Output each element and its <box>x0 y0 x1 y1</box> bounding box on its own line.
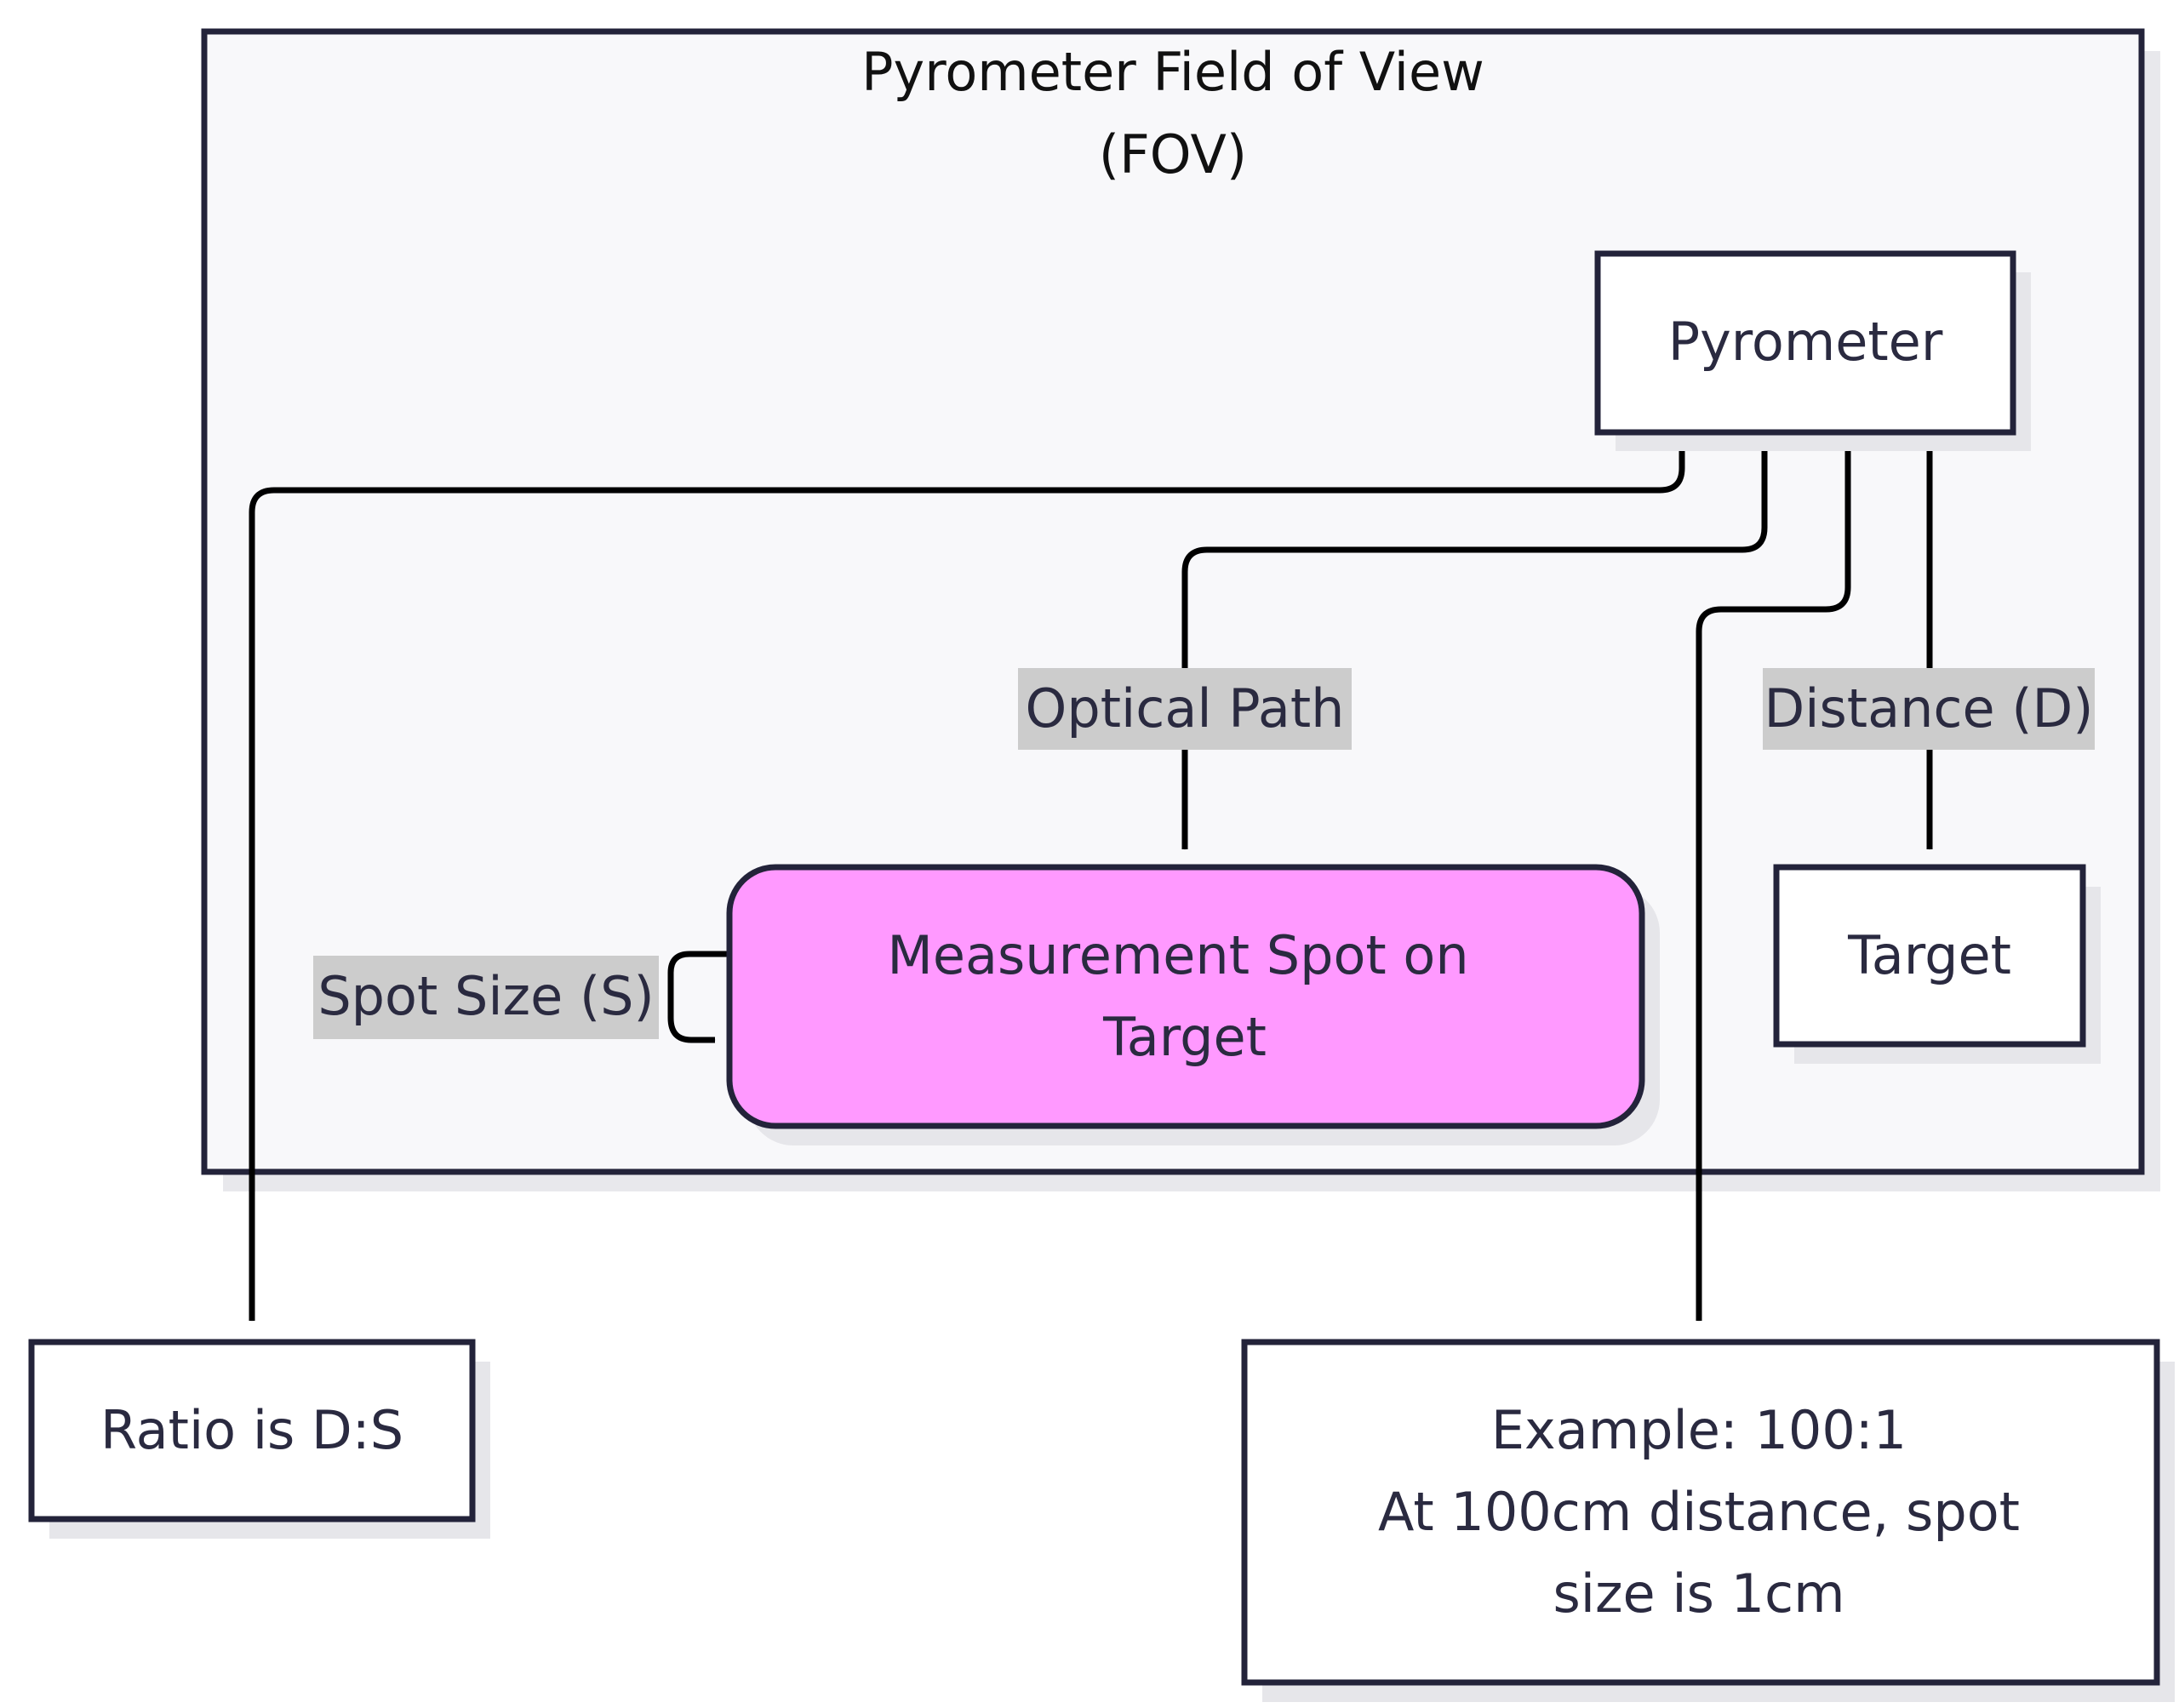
optical-path-label: Optical Path <box>1018 668 1352 750</box>
optical-path-label-text: Optical Path <box>1026 677 1345 740</box>
measurement-spot-label-line1: Measurement Spot on <box>887 924 1468 986</box>
edges <box>249 434 1933 1322</box>
fov-group-title-line1: Pyrometer Field of View <box>861 41 1484 103</box>
measurement-spot-label-line2: Target <box>1102 1006 1267 1068</box>
distance-label: Distance (D) <box>1763 668 2095 750</box>
edge-optical-path <box>1181 434 1768 850</box>
distance-label-text: Distance (D) <box>1764 677 2094 740</box>
edge-labels: Optical Path Distance (D) Spot Size (S) <box>313 668 2095 1039</box>
spot-size-label-text: Spot Size (S) <box>317 965 654 1027</box>
fov-group-title-line2: (FOV) <box>1099 123 1247 186</box>
target-box <box>1773 864 2086 1048</box>
example-label-line3: size is 1cm <box>1553 1562 1844 1625</box>
ratio-box <box>28 1339 476 1522</box>
pyrometer-box <box>1594 250 2016 436</box>
example-label-line2: At 100cm distance, spot <box>1378 1481 2020 1543</box>
ratio-label: Ratio is D:S <box>100 1399 403 1461</box>
node-pyrometer: Pyrometer <box>1594 250 2031 451</box>
node-target: Target <box>1773 864 2101 1064</box>
pyrometer-label: Pyrometer <box>1668 311 1943 373</box>
measurement-spot-box <box>726 864 1645 1129</box>
edge-spot-size-loop <box>667 951 729 1043</box>
example-box <box>1241 1339 2160 1686</box>
node-ratio: Ratio is D:S <box>28 1339 490 1539</box>
node-example: Example: 100:1 At 100cm distance, spot s… <box>1241 1339 2175 1702</box>
target-label: Target <box>1847 924 2011 986</box>
edge-pyrometer-to-example <box>1696 434 1851 1322</box>
edge-pyrometer-to-ratio <box>249 434 1685 1322</box>
example-label-line1: Example: 100:1 <box>1491 1399 1907 1461</box>
spot-size-label: Spot Size (S) <box>313 956 659 1039</box>
node-measurement-spot: Measurement Spot on Target <box>726 864 1660 1145</box>
